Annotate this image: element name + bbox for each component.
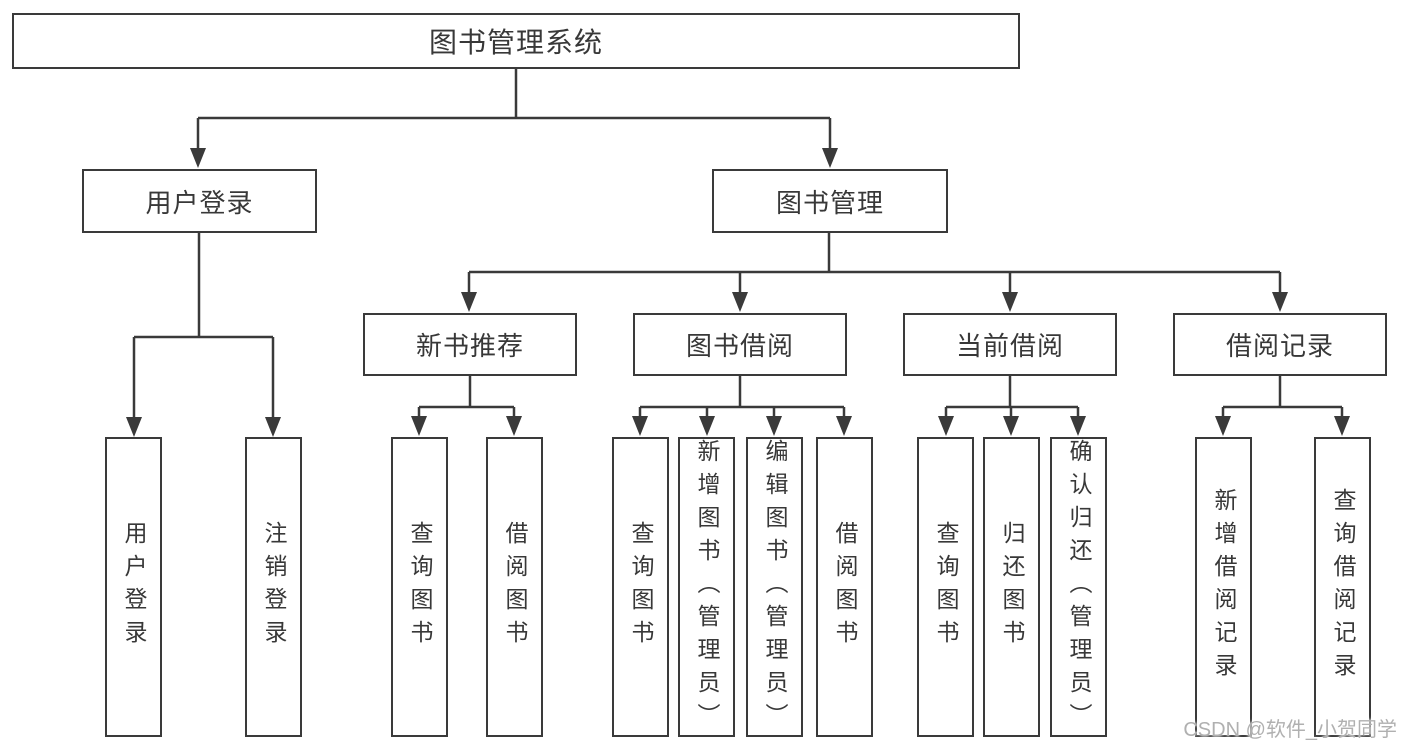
arrowhead-icon	[411, 416, 427, 436]
node-book-management: 图书管理	[712, 169, 948, 233]
node-current-borrowing: 当前借阅	[903, 313, 1117, 376]
connector-cur-borrow-to-leaves	[944, 376, 1080, 419]
arrowhead-icon	[461, 292, 477, 312]
leaf-return-books: 归还图书	[983, 437, 1040, 737]
arrowhead-icon	[190, 148, 206, 168]
leaf-edit-books-admin: 编辑图书（管理员）	[746, 437, 803, 737]
leaf-add-books-admin: 新增图书（管理员）	[678, 437, 735, 737]
csdn-watermark: CSDN @软件_小贺同学	[1183, 719, 1397, 741]
leaf-confirm-return-admin: 确认归还（管理员）	[1050, 437, 1107, 737]
arrowhead-icon	[265, 417, 281, 437]
arrowhead-icon	[1272, 292, 1288, 312]
arrowhead-icon	[126, 417, 142, 437]
arrowhead-icon	[1215, 416, 1231, 436]
connector-user-login-to-leaves	[132, 233, 275, 419]
arrowhead-icon	[938, 416, 954, 436]
connector-lines	[132, 68, 1344, 419]
leaf-query-borrowing-record: 查询借阅记录	[1314, 437, 1371, 737]
node-new-book-recommendation: 新书推荐	[363, 313, 577, 376]
arrowhead-icon	[1002, 292, 1018, 312]
connector-borrow-rec-to-leaves	[1221, 376, 1344, 419]
arrowhead-icon	[766, 416, 782, 436]
leaf-query-books-borrowing: 查询图书	[612, 437, 669, 737]
arrowhead-icon	[506, 416, 522, 436]
node-root-system: 图书管理系统	[12, 13, 1020, 69]
arrowhead-icon	[822, 148, 838, 168]
leaf-logout-login: 注销登录	[245, 437, 302, 737]
leaf-add-borrowing-record: 新增借阅记录	[1195, 437, 1252, 737]
connector-book-mgmt-to-level3	[467, 233, 1282, 295]
node-user-login: 用户登录	[82, 169, 317, 233]
connector-book-borrow-to-leaves	[638, 376, 846, 419]
leaf-borrow-books-borrowing: 借阅图书	[816, 437, 873, 737]
arrowhead-icon	[1070, 416, 1086, 436]
connector-root-to-level2	[196, 68, 832, 150]
connector-new-book-to-leaves	[417, 376, 516, 419]
node-book-borrowing: 图书借阅	[633, 313, 847, 376]
node-borrowing-records: 借阅记录	[1173, 313, 1387, 376]
leaf-borrow-books-recommend: 借阅图书	[486, 437, 543, 737]
leaf-query-books-recommend: 查询图书	[391, 437, 448, 737]
arrowhead-icon	[699, 416, 715, 436]
leaf-query-books-current: 查询图书	[917, 437, 974, 737]
arrowhead-icon	[732, 292, 748, 312]
leaf-user-login: 用户登录	[105, 437, 162, 737]
arrowhead-icon	[1334, 416, 1350, 436]
arrowheads	[126, 148, 1350, 437]
arrowhead-icon	[1003, 416, 1019, 436]
arrowhead-icon	[632, 416, 648, 436]
arrowhead-icon	[836, 416, 852, 436]
